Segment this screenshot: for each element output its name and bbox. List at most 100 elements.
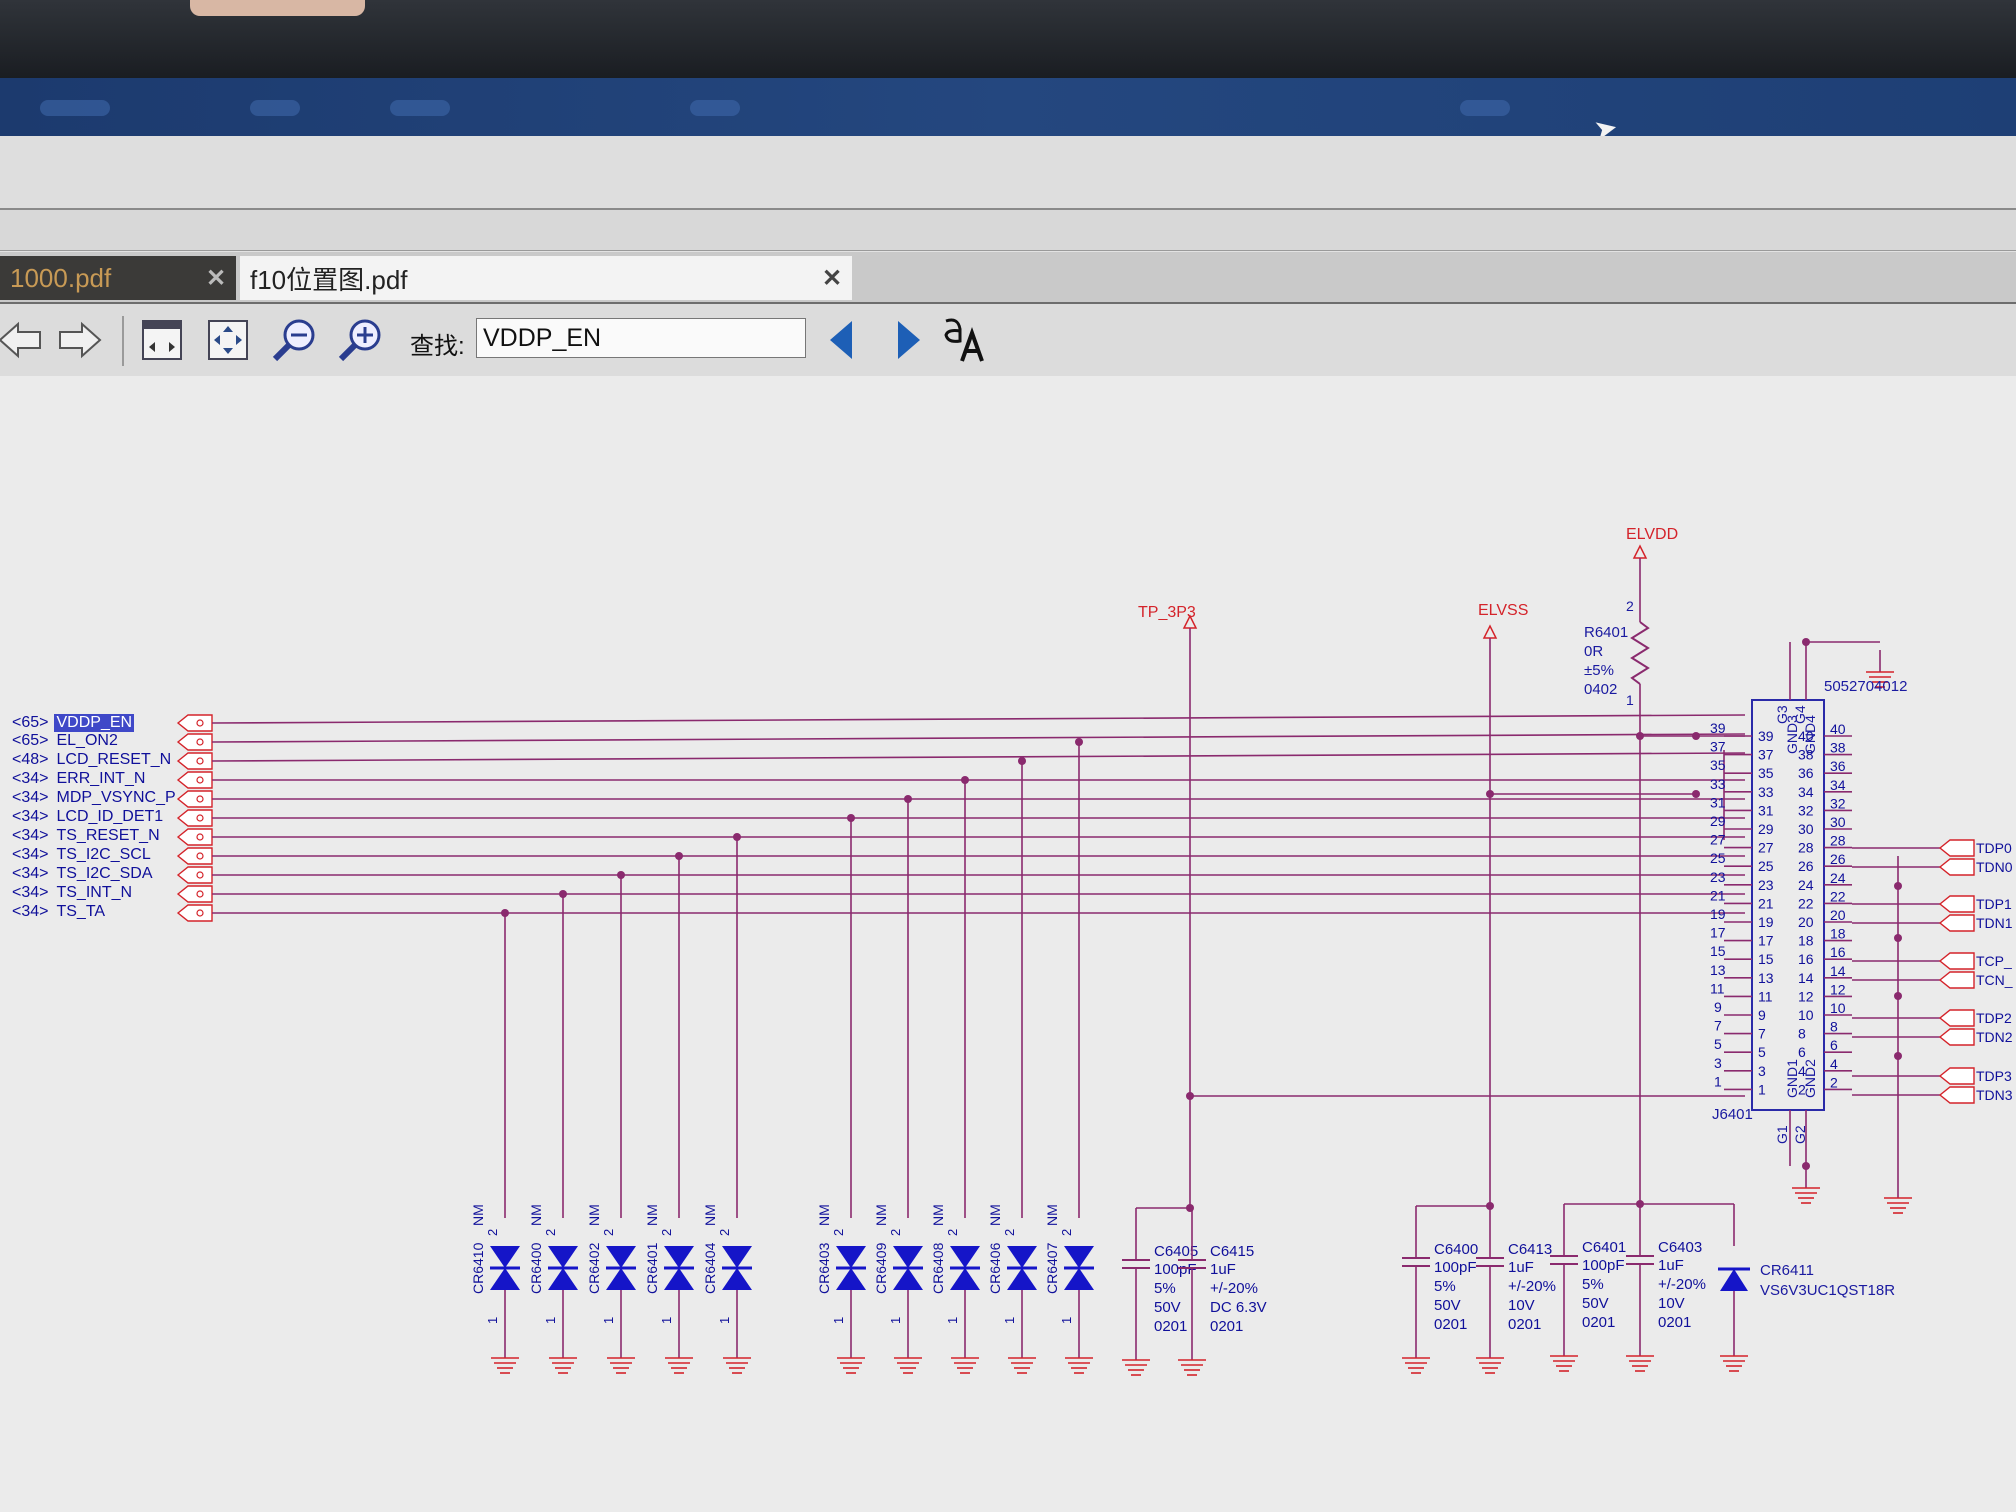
connector-pin-number: 5	[1714, 1036, 1722, 1052]
capacitor-spec: 100pF	[1434, 1259, 1477, 1276]
find-next-icon[interactable]	[882, 314, 934, 366]
elvss-power-label: ELVSS	[1478, 602, 1529, 619]
connector-body	[1751, 699, 1825, 1111]
connector-pin-number: 2	[1798, 1081, 1806, 1097]
diode-ref-label: CR6404	[702, 1242, 718, 1294]
connector-pin-number: 8	[1798, 1026, 1806, 1042]
tvs-diode-ref: CR6411	[1760, 1262, 1814, 1279]
tvs-diode-part: VS6V3UC1QST18R	[1760, 1282, 1896, 1299]
capacitor-spec: 1uF	[1210, 1261, 1236, 1278]
connector-pin-number: 39	[1710, 720, 1726, 736]
right-net-label: TDP2	[1976, 1010, 2012, 1026]
capacitor-spec: 0201	[1154, 1318, 1187, 1335]
zoom-out-icon[interactable]	[268, 314, 320, 366]
capacitor-spec: 5%	[1434, 1278, 1456, 1295]
connector-pin-number: 40	[1798, 728, 1814, 744]
junction-dot	[1075, 738, 1083, 746]
net-label: <34>MDP_VSYNC_P	[12, 789, 176, 806]
connector-pin-number: 9	[1714, 999, 1722, 1015]
net-label: <65>EL_ON2	[12, 732, 118, 749]
diode-note-label: NM	[987, 1204, 1003, 1226]
capacitor-spec: +/-20%	[1210, 1280, 1258, 1297]
diode-note-label: NM	[644, 1204, 660, 1226]
capacitor-ref: C6403	[1658, 1239, 1702, 1256]
port-flag-icon	[176, 885, 213, 903]
connector-pin-number: 36	[1798, 765, 1814, 781]
capacitor-spec: 10V	[1658, 1295, 1685, 1312]
connector-pin-number: 12	[1798, 988, 1814, 1004]
find-input[interactable]	[476, 318, 806, 358]
connector-shield-label: G1	[1774, 1125, 1790, 1144]
connector-part-number: 5052704012	[1824, 678, 1908, 695]
connector-pin-number: 20	[1798, 914, 1814, 930]
capacitor-spec: 5%	[1154, 1280, 1176, 1297]
connector-pin-number: 6	[1830, 1037, 1838, 1053]
diode-pin-label: 2	[888, 1229, 903, 1236]
tab-1000-pdf[interactable]: 1000.pdf ✕	[0, 256, 236, 300]
find-prev-icon[interactable]	[816, 314, 868, 366]
pdf-viewer-window: 1000.pdf ✕ f10位置图.pdf ✕ 查找:	[0, 136, 2016, 1512]
resistor-package: 0402	[1584, 681, 1618, 698]
connector-pin-number: 32	[1830, 795, 1846, 811]
junction-dot	[1692, 790, 1700, 798]
capacitor-ref: C6401	[1582, 1239, 1626, 1256]
connector-pin-number: 4	[1830, 1056, 1838, 1072]
capacitor-ref: C6415	[1210, 1243, 1254, 1260]
port-pin-icon	[196, 795, 204, 803]
signal-wire	[211, 752, 1746, 762]
connector-pin-number: 38	[1830, 740, 1846, 756]
close-icon[interactable]: ✕	[821, 264, 843, 292]
case-sensitive-icon[interactable]	[940, 314, 992, 366]
back-arrow-icon[interactable]	[0, 314, 46, 366]
connector-pin-number: 17	[1758, 933, 1774, 949]
connector-pin-number: 35	[1758, 765, 1774, 781]
diode-pin-label: 2	[601, 1229, 616, 1236]
zoom-in-icon[interactable]	[334, 314, 386, 366]
port-flag-icon	[1938, 895, 1975, 913]
capacitor-spec: 1uF	[1508, 1259, 1534, 1276]
right-net-label: TDP1	[1976, 896, 2012, 912]
connector-pin-number: 34	[1830, 777, 1846, 793]
capacitor-spec: 0201	[1658, 1314, 1691, 1331]
find-label: 查找:	[410, 333, 465, 360]
connector-pin-number: 16	[1830, 944, 1846, 960]
close-icon[interactable]: ✕	[205, 264, 227, 292]
right-net-label: TDN0	[1976, 859, 2013, 875]
forward-arrow-icon[interactable]	[54, 314, 106, 366]
port-flag-icon	[176, 771, 213, 789]
capacitor-spec: 100pF	[1582, 1257, 1625, 1274]
tab-f10-pdf[interactable]: f10位置图.pdf ✕	[240, 256, 852, 300]
diode-pin-label: 2	[831, 1229, 846, 1236]
connector-pin-number: 7	[1758, 1026, 1766, 1042]
connector-pin-number: 18	[1830, 926, 1846, 942]
capacitor-ref: C6405	[1154, 1243, 1198, 1260]
connector-pin-number: 21	[1710, 887, 1726, 903]
power-arrow-icon	[1632, 544, 1648, 559]
signal-wire	[211, 714, 1746, 724]
port-flag-icon	[1938, 1009, 1975, 1027]
junction-dot	[1802, 638, 1810, 646]
fit-width-icon[interactable]	[136, 314, 188, 366]
diode-pin-label: 1	[888, 1317, 903, 1324]
diode-note-label: NM	[1044, 1204, 1060, 1226]
connector-pin-number: 15	[1710, 943, 1726, 959]
fit-page-icon[interactable]	[202, 314, 254, 366]
port-pin-icon	[196, 833, 204, 841]
connector-pin-number: 30	[1830, 814, 1846, 830]
port-flag-icon	[1938, 971, 1975, 989]
capacitor-spec: 10V	[1508, 1297, 1535, 1314]
tab-label: 1000.pdf	[10, 262, 112, 293]
connector-pin-number: 8	[1830, 1019, 1838, 1035]
connector-pin-number: 35	[1710, 757, 1726, 773]
connector-pin-number: 22	[1798, 895, 1814, 911]
right-net-label: TDP0	[1976, 840, 2012, 856]
capacitor-spec: DC 6.3V	[1210, 1299, 1267, 1316]
connector-pin-number: 13	[1758, 970, 1774, 986]
diode-pin-label: 2	[485, 1229, 500, 1236]
junction-dot	[675, 852, 683, 860]
diode-note-label: NM	[586, 1204, 602, 1226]
port-flag-icon	[1938, 858, 1975, 876]
connector-pin-number: 21	[1758, 895, 1774, 911]
connector-pin-number: 2	[1830, 1074, 1838, 1090]
